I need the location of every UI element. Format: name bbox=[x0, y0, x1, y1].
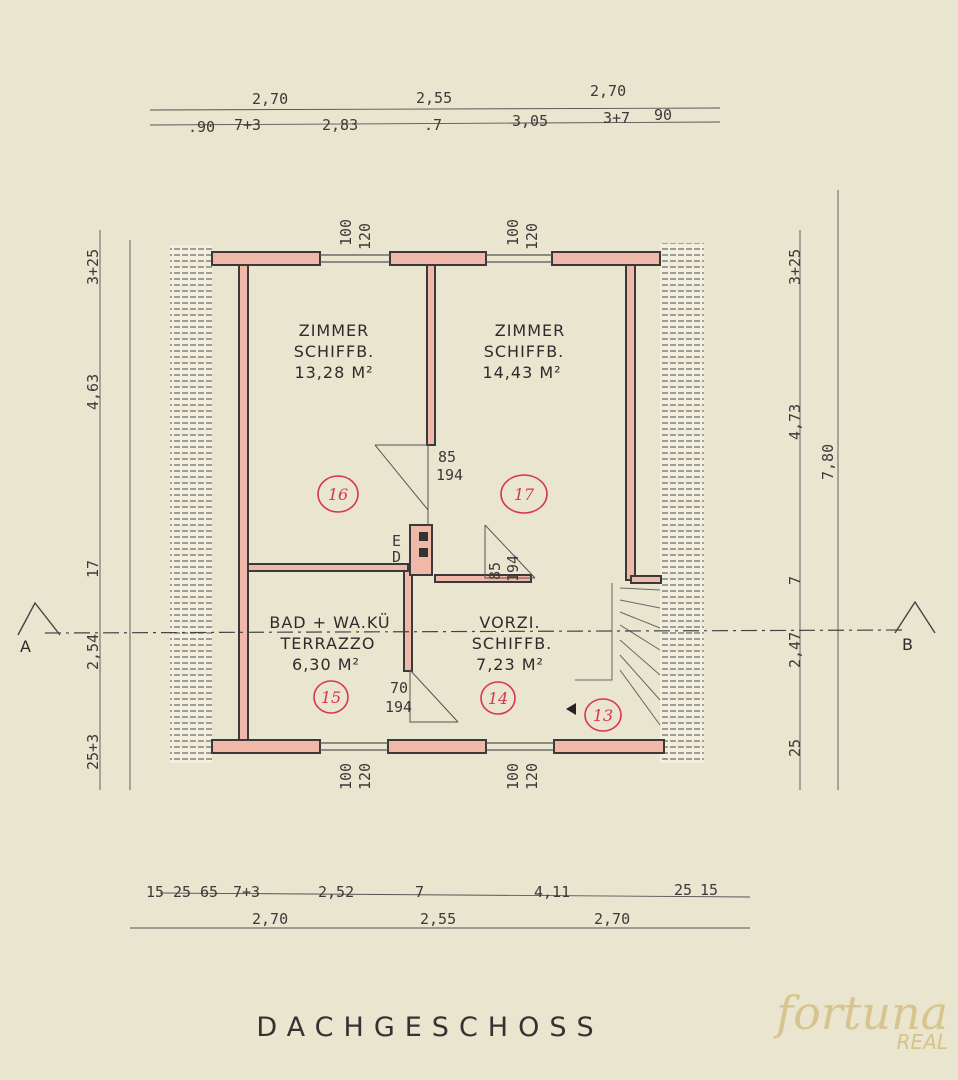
window-dim-d: 120 bbox=[523, 223, 541, 250]
left-gable-wall bbox=[170, 245, 212, 763]
door-dim-2b: 194 bbox=[504, 555, 522, 582]
room-number-17: 17 bbox=[500, 474, 548, 514]
room-16-line-3: 13,28 M² bbox=[294, 363, 373, 382]
top-dim-5: 7+3 bbox=[234, 116, 261, 134]
chimney: E D bbox=[392, 524, 433, 576]
left-dim-4: 2,54 bbox=[84, 634, 102, 670]
top-dim-1: 2,70 bbox=[252, 90, 288, 108]
room-15-line-2: TERRAZZO bbox=[280, 634, 376, 653]
logo-sub: REAL bbox=[896, 1030, 948, 1054]
room-label-16: ZIMMER SCHIFFB. 13,28 M² bbox=[294, 321, 375, 382]
left-dim-1: 3+25 bbox=[84, 249, 102, 285]
room-number-15-text: 15 bbox=[321, 688, 341, 707]
top-dim-10: 90 bbox=[654, 106, 672, 124]
right-gable-wall bbox=[660, 243, 704, 763]
room-label-14: VORZI. SCHIFFB. 7,23 M² bbox=[472, 613, 553, 674]
window-dim-e: 100 bbox=[337, 763, 355, 790]
door-dim-3a: 70 bbox=[390, 679, 408, 697]
left-dim-3: 17 bbox=[84, 560, 102, 578]
logo-brand: fortuna bbox=[776, 986, 948, 1040]
room-15-line-1: BAD + WA.KÜ bbox=[269, 613, 390, 632]
top-dim-6: 2,83 bbox=[322, 116, 358, 134]
stair-arrow-icon bbox=[566, 703, 576, 715]
chimney-label-d: D bbox=[392, 548, 401, 566]
door-dim-1b: 194 bbox=[436, 466, 463, 484]
bottom-dim-11: 2,55 bbox=[420, 910, 456, 928]
right-dim-3: 7,80 bbox=[819, 444, 837, 480]
left-dim-2: 4,63 bbox=[84, 374, 102, 410]
bottom-dim-6: 7 bbox=[415, 883, 424, 901]
door-dim-2a: 85 bbox=[486, 562, 504, 580]
room-15-line-3: 6,30 M² bbox=[292, 655, 360, 674]
window-dim-b: 120 bbox=[356, 223, 374, 250]
top-dim-2: 2,55 bbox=[416, 89, 452, 107]
room-17-line-1: ZIMMER bbox=[495, 321, 566, 340]
bottom-dim-4: 7+3 bbox=[233, 883, 260, 901]
room-16-line-2: SCHIFFB. bbox=[294, 342, 375, 361]
top-dim-4: .90 bbox=[188, 118, 215, 136]
room-number-13: 13 bbox=[584, 698, 622, 732]
room-number-14-text: 14 bbox=[488, 689, 508, 708]
window-dim-f: 120 bbox=[356, 763, 374, 790]
room-16-line-1: ZIMMER bbox=[299, 321, 370, 340]
room-number-16-text: 16 bbox=[328, 485, 348, 504]
top-wall bbox=[211, 251, 661, 266]
window-dim-a: 100 bbox=[337, 219, 355, 246]
windows bbox=[320, 254, 554, 751]
left-dim-5: 25+3 bbox=[84, 734, 102, 770]
room-17-line-2: SCHIFFB. bbox=[484, 342, 565, 361]
bottom-dim-10: 2,70 bbox=[252, 910, 288, 928]
chimney-label-e: E bbox=[392, 532, 401, 550]
room-label-15: BAD + WA.KÜ TERRAZZO 6,30 M² bbox=[269, 613, 390, 674]
bottom-dim-8: 25 bbox=[674, 881, 692, 899]
top-dim-8: 3,05 bbox=[512, 112, 548, 130]
right-dim-5: 2,47 bbox=[786, 632, 804, 668]
room-number-16: 16 bbox=[317, 475, 359, 513]
bottom-dim-5: 2,52 bbox=[318, 883, 354, 901]
room-14-line-3: 7,23 M² bbox=[476, 655, 544, 674]
door-dim-3b: 194 bbox=[385, 698, 412, 716]
interior-walls bbox=[238, 264, 662, 741]
fortuna-real-logo: fortuna REAL bbox=[776, 990, 948, 1054]
room-label-17: ZIMMER SCHIFFB. 14,43 M² bbox=[482, 321, 566, 382]
bottom-dim-7: 4,11 bbox=[534, 883, 570, 901]
right-dim-1: 3+25 bbox=[786, 249, 804, 285]
room-number-15: 15 bbox=[313, 680, 349, 714]
window-dims: 100 120 100 120 100 120 100 120 bbox=[337, 219, 541, 790]
top-dim-7: .7 bbox=[424, 116, 442, 134]
room-17-line-3: 14,43 M² bbox=[482, 363, 561, 382]
window-dim-c: 100 bbox=[504, 219, 522, 246]
bottom-dim-3: 65 bbox=[200, 883, 218, 901]
room-14-line-2: SCHIFFB. bbox=[472, 634, 553, 653]
staircase bbox=[575, 583, 661, 726]
right-dim-2: 4,73 bbox=[786, 404, 804, 440]
bottom-dim-2: 25 bbox=[173, 883, 191, 901]
top-dim-9: 3+7 bbox=[603, 109, 630, 127]
right-dim-6: 25 bbox=[786, 739, 804, 757]
room-14-line-1: VORZI. bbox=[479, 613, 540, 632]
floor-title: DACHGESCHOSS bbox=[256, 1012, 604, 1043]
section-mark-b: B bbox=[902, 635, 914, 654]
window-dim-g: 100 bbox=[504, 763, 522, 790]
bottom-dim-1: 15 bbox=[146, 883, 164, 901]
door-dim-1a: 85 bbox=[438, 448, 456, 466]
top-dim-3: 2,70 bbox=[590, 82, 626, 100]
section-line bbox=[17, 600, 936, 636]
right-dim-4: 7 bbox=[786, 576, 804, 585]
bottom-dim-12: 2,70 bbox=[594, 910, 630, 928]
dimension-lines bbox=[99, 107, 839, 929]
room-number-17-text: 17 bbox=[514, 485, 535, 504]
room-number-13-text: 13 bbox=[593, 706, 613, 725]
door-swings bbox=[374, 444, 536, 723]
room-number-14: 14 bbox=[480, 681, 516, 715]
window-dim-h: 120 bbox=[523, 763, 541, 790]
section-mark-a: A bbox=[20, 637, 32, 656]
bottom-wall bbox=[211, 739, 665, 754]
bottom-dim-9: 15 bbox=[700, 881, 718, 899]
